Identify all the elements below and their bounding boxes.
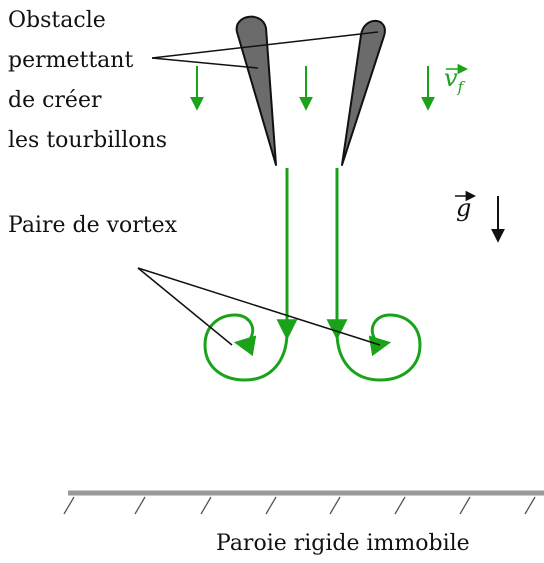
obstacle-label-line1: Obstacle <box>8 8 106 33</box>
vortex-right <box>337 315 420 380</box>
fluid-velocity-symbol: vf <box>444 64 463 96</box>
leader-vortex-right <box>138 268 380 345</box>
vortex-pair-label: Paire de vortex <box>8 213 177 238</box>
obstacle-label-line4: les tourbillons <box>8 128 167 153</box>
gravity-symbol: g <box>456 194 471 222</box>
leader-obstacle-left <box>152 58 258 68</box>
wall-label: Paroie rigide immobile <box>216 531 470 556</box>
obstacle-left <box>237 17 276 165</box>
obstacle-label-line2: permettant <box>8 48 133 73</box>
leader-vortex-left <box>138 268 232 345</box>
vortex-left <box>205 315 287 380</box>
obstacle-right <box>342 21 385 165</box>
obstacle-label-line3: de créer <box>8 88 102 113</box>
wall-hatching <box>64 497 535 514</box>
